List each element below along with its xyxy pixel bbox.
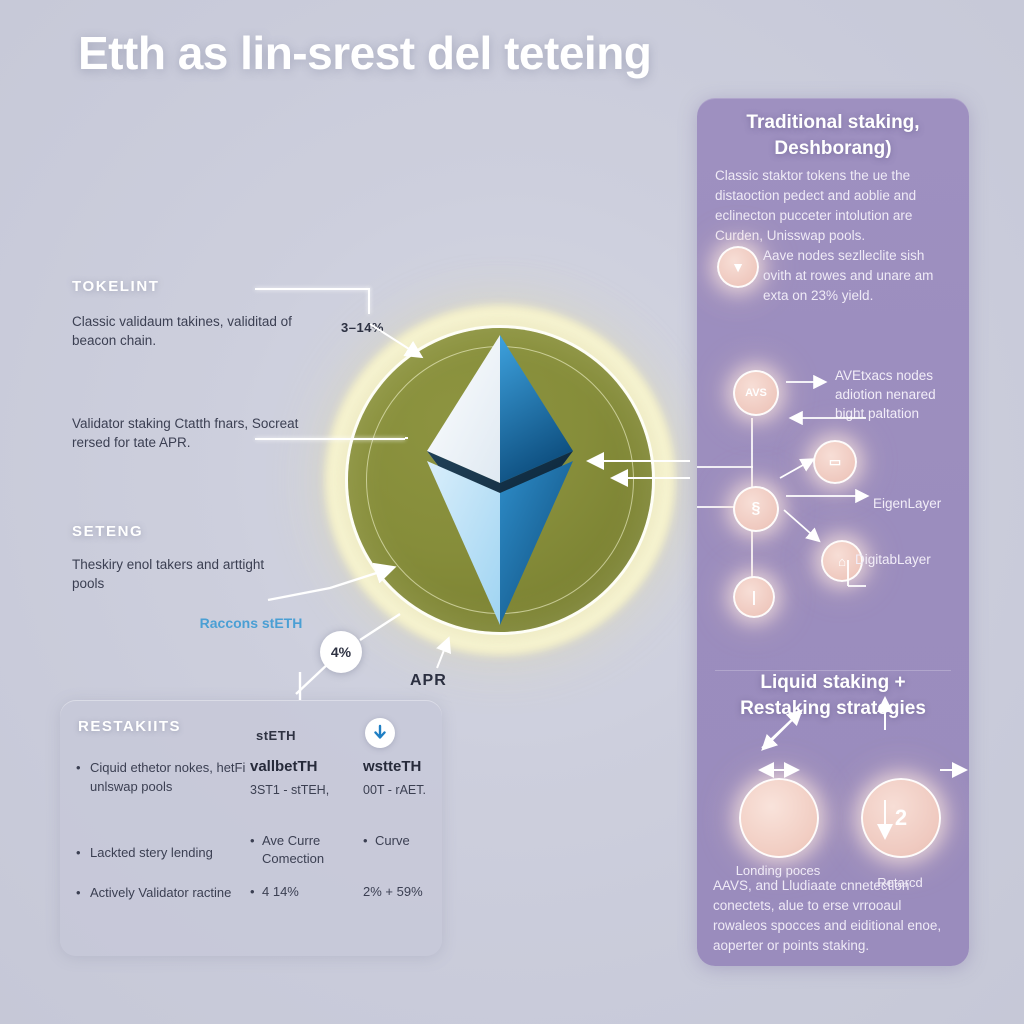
arrow-badge-connector: [295, 661, 331, 695]
restaking-column-1: vallbetTH 3ST1 - stTEH,: [250, 758, 355, 797]
right-panel-divider: [715, 670, 951, 671]
card-node[interactable]: ▭: [813, 440, 857, 484]
right-panel-section2-title: Liquid staking + Restaking strategies: [740, 672, 926, 719]
ethereum-diamond-icon: [427, 335, 573, 625]
net-line-v1: [751, 418, 753, 506]
reward-circle-label: Retarcd: [877, 875, 923, 890]
right-panel-section2-body: AAVS, and Lludiaate cnnetection conectet…: [713, 878, 942, 953]
restaking-bullet-1-text: Ciquid ethetor nokes, hetFi unlswap pool…: [90, 760, 246, 794]
download-arrow-glyph: [374, 724, 386, 739]
net-line-h1: [697, 466, 753, 468]
leader-line-2: [255, 438, 405, 440]
apr-range-label: 3–14%: [341, 320, 384, 335]
left-section3-heading: SETENG: [72, 523, 144, 540]
restaking-col1-row2-text: Ave Curre Comection: [262, 833, 325, 866]
restaking-col2-sub: 00T - rAET.: [363, 783, 426, 797]
net-line-h2: [697, 506, 753, 508]
net-label-digitablayer: DigitabLayer: [855, 552, 931, 567]
down-triangle-icon: ▼: [717, 246, 759, 288]
avs-node[interactable]: AVS: [733, 370, 779, 416]
dome-node[interactable]: ⌂: [821, 540, 863, 582]
restaking-column-2: wstteTH 00T - rAET.: [363, 758, 458, 797]
restaking-bullet-3: • Actively Validator ractine: [76, 883, 291, 902]
apr-label: APR: [410, 672, 447, 689]
lending-circle[interactable]: [739, 778, 819, 858]
restaking-col1-row3-text: 4 14%: [262, 884, 299, 899]
right-panel-body: Classic staktor tokens the ue the distao…: [715, 168, 917, 243]
right-panel: Traditional staking, Deshborang) Classic…: [697, 98, 969, 966]
leader-line-1: [255, 288, 370, 290]
restaking-panel: RESTAKIITS • Ciquid ethetor nokes, hetFi…: [60, 700, 442, 956]
restaking-bullet-2-text: Lackted stery lending: [90, 845, 213, 860]
pillar-node[interactable]: |: [733, 576, 775, 618]
lending-circle-label: Londing poces: [735, 863, 821, 878]
net-line-v2: [751, 506, 753, 584]
restaking-col2-head: wstteTH: [363, 758, 422, 775]
reward-circle[interactable]: 2: [861, 778, 941, 858]
restaking-col2-row3-text: 2% + 59%: [363, 884, 423, 899]
apr-badge: 4%: [320, 631, 362, 673]
left-section1-heading: TOKELINT: [72, 278, 160, 295]
restaking-col1-row3: • 4 14%: [250, 883, 350, 901]
steth-chip-label: stETH: [256, 728, 297, 743]
left-section3-body: Theskiry enol takers and arttight pools: [72, 557, 265, 591]
restaking-col2-row2: • Curve: [363, 832, 453, 850]
page-title: Etth as lin-srest del teteing: [78, 27, 652, 79]
right-panel-bullet-text: Aave nodes sezlleclite sish ovith at row…: [763, 248, 934, 303]
download-arrow-icon: [365, 718, 395, 748]
restaking-panel-title: RESTAKIITS: [78, 718, 182, 735]
restaking-col2-row2-text: Curve: [375, 833, 410, 848]
net-label-eigenlayer: EigenLayer: [873, 496, 942, 511]
restaking-col1-row2: • Ave Curre Comection: [250, 832, 350, 868]
right-panel-title: Traditional staking, Deshborang): [746, 112, 920, 159]
restaking-bullet-2: • Lackted stery lending: [76, 843, 276, 862]
left-section2-body: Validator staking Ctatth fnars, Socreat …: [72, 416, 299, 450]
restaking-col2-row3: 2% + 59%: [363, 883, 458, 901]
restaking-col1-head: vallbetTH: [250, 758, 318, 775]
steth-flow-label: Raccons stETH: [199, 615, 303, 631]
net-label-top: AVEtxacs nodes adiotion nenared bight pa…: [835, 368, 936, 421]
restaking-col1-sub: 3ST1 - stTEH,: [250, 783, 330, 797]
restaking-bullet-1: • Ciquid ethetor nokes, hetFi unlswap po…: [76, 758, 266, 796]
left-section1-body: Classic validaum takines, validitad of b…: [72, 314, 292, 348]
restaking-bullet-3-text: Actively Validator ractine: [90, 885, 232, 900]
stake-node[interactable]: §: [733, 486, 779, 532]
leader-line-1b: [368, 288, 370, 314]
